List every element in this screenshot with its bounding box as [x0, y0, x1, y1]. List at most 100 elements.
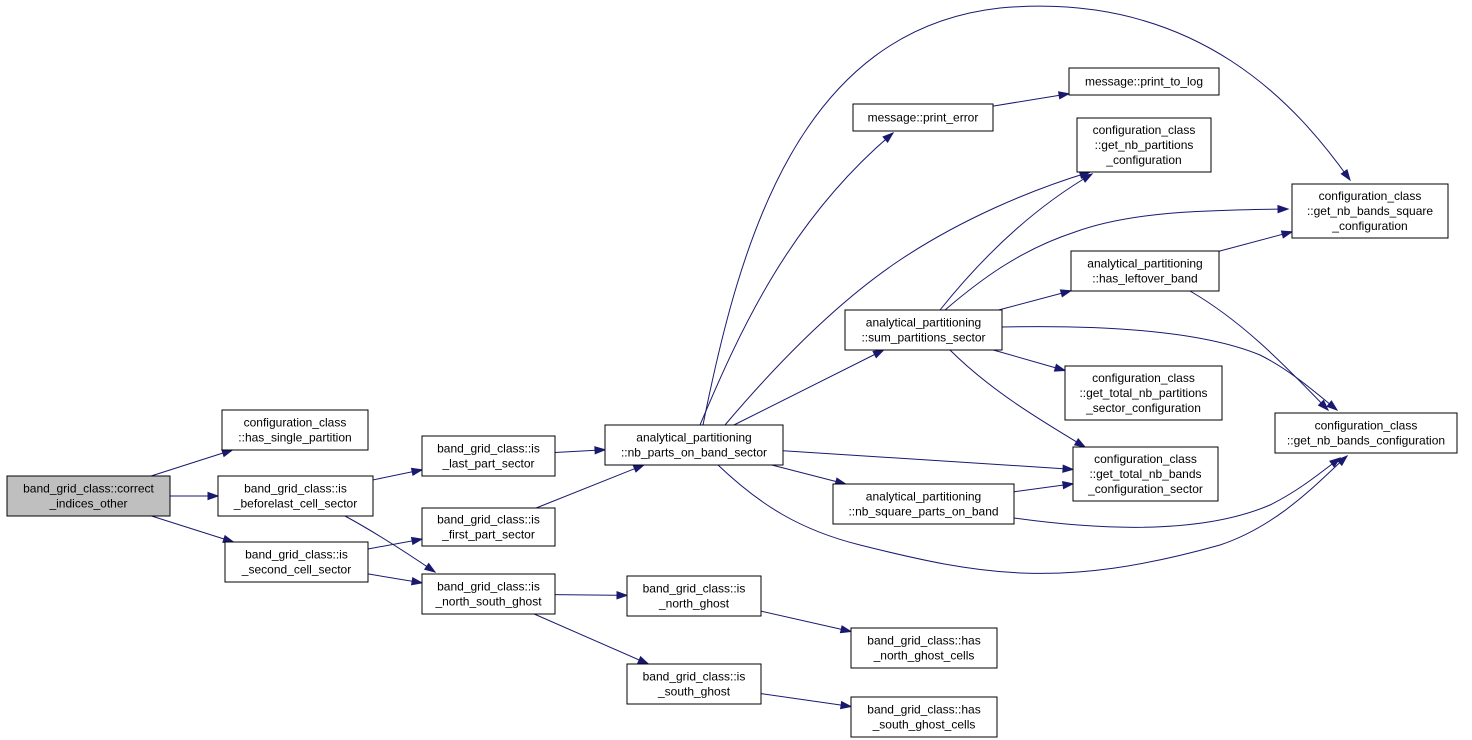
graph-node-n18[interactable]: configuration_class::get_total_nb_partit…: [1064, 365, 1223, 421]
nodes-layer: band_grid_class::correct_indices_other co…: [6, 67, 1458, 738]
edge-n6-n8: [554, 591, 629, 600]
node-label: _indices_other: [48, 497, 127, 511]
edge-n11-n18: [993, 349, 1067, 372]
node-label: analytical_partitioning: [1087, 257, 1202, 271]
node-label: band_grid_class::has: [867, 634, 980, 648]
node-box: [421, 507, 556, 547]
node-box: [626, 575, 762, 617]
arrowhead-icon: [840, 700, 853, 710]
node-box: [1064, 365, 1223, 421]
edge-line: [760, 693, 852, 708]
edge-n11-n21: [1001, 326, 1339, 411]
graph-node-n6[interactable]: band_grid_class::is_north_south_ghost: [421, 573, 556, 615]
node-box: [604, 424, 784, 466]
edge-line: [533, 613, 649, 665]
node-label: _sector_configuration: [1085, 401, 1201, 415]
graph-node-n13[interactable]: band_grid_class::has_north_ghost_cells: [850, 627, 998, 669]
node-label: configuration_class: [1315, 419, 1418, 433]
graph-node-n10[interactable]: message::print_error: [852, 103, 994, 132]
node-label: _south_ghost_cells: [872, 718, 976, 732]
graph-node-n0[interactable]: band_grid_class::correct_indices_other: [6, 475, 171, 517]
node-label: message::print_error: [868, 111, 979, 125]
arrowhead-icon: [410, 577, 424, 586]
arrowhead-icon: [1059, 289, 1073, 298]
edge-line: [771, 464, 846, 485]
graph-node-n15[interactable]: message::print_to_log: [1068, 67, 1220, 96]
edge-n3-n5: [367, 536, 424, 550]
graph-node-n1[interactable]: configuration_class::has_single_partitio…: [221, 409, 369, 451]
node-label: _south_ghost: [657, 685, 731, 699]
arrowhead-icon: [1073, 437, 1087, 448]
node-label: configuration_class: [244, 416, 347, 430]
edge-n10-n15: [992, 91, 1071, 107]
edge-n7-n19: [782, 450, 1075, 473]
edge-line: [992, 93, 1070, 107]
graph-node-n3[interactable]: band_grid_class::is_second_cell_sector: [224, 541, 369, 583]
edge-line: [944, 208, 1289, 311]
node-label: _configuration_sector: [1087, 482, 1203, 496]
edge-n7-n16: [724, 170, 1092, 426]
arrowhead-icon: [1336, 454, 1349, 467]
node-label: band_grid_class::is: [437, 580, 540, 594]
node-label: ::get_nb_bands_configuration: [1287, 434, 1445, 448]
node-label: ::get_total_nb_bands: [1089, 467, 1201, 481]
edge-n8-n13: [760, 610, 853, 634]
node-box: [1072, 446, 1219, 502]
node-label: ::has_single_partition: [238, 431, 351, 445]
node-label: band_grid_class::is: [643, 582, 746, 596]
node-label: _north_ghost_cells: [873, 649, 975, 663]
graph-node-n21[interactable]: configuration_class::get_nb_bands_config…: [1274, 412, 1458, 454]
graph-node-n7[interactable]: analytical_partitioning::nb_parts_on_ban…: [604, 424, 784, 466]
node-label: configuration_class: [1094, 452, 1197, 466]
graph-node-n14[interactable]: band_grid_class::has_south_ghost_cells: [850, 696, 998, 738]
graph-node-n16[interactable]: configuration_class::get_nb_partitions_c…: [1076, 117, 1212, 173]
node-label: _configuration: [1105, 153, 1181, 167]
edge-n17-n21: [1189, 290, 1330, 412]
graph-node-n19[interactable]: configuration_class::get_total_nb_bands_…: [1072, 446, 1219, 502]
edge-n7-n11: [733, 349, 885, 426]
node-box: [844, 309, 1003, 351]
node-box: [224, 541, 369, 583]
edge-line: [554, 594, 628, 596]
node-label: ::get_nb_partitions: [1095, 138, 1194, 152]
graph-node-n17[interactable]: analytical_partitioning::has_leftover_ba…: [1070, 250, 1220, 292]
arrowhead-icon: [616, 591, 629, 600]
node-box: [221, 409, 369, 451]
node-label: message::print_to_log: [1085, 75, 1203, 89]
node-label: analytical_partitioning: [636, 431, 751, 445]
edge-line: [717, 455, 1348, 574]
graph-node-n11[interactable]: analytical_partitioning::sum_partitions_…: [844, 309, 1003, 351]
arrowhead-icon: [1317, 399, 1330, 412]
graph-node-n12[interactable]: analytical_partitioning::nb_square_parts…: [832, 483, 1015, 525]
edge-n11-n19: [949, 349, 1087, 448]
node-label: ::nb_square_parts_on_band: [848, 505, 998, 519]
graph-node-n2[interactable]: band_grid_class::is_beforelast_cell_sect…: [217, 475, 374, 517]
edge-n7-n12: [771, 464, 848, 486]
edge-n3-n6: [367, 573, 424, 586]
arrowhead-icon: [410, 536, 424, 546]
graph-node-n9[interactable]: band_grid_class::is_south_ghost: [626, 663, 762, 705]
node-label: _north_south_ghost: [434, 595, 542, 609]
graph-node-n20[interactable]: configuration_class::get_nb_bands_square…: [1291, 183, 1449, 239]
edge-n7-n10: [699, 132, 895, 426]
node-box: [832, 483, 1015, 525]
arrowhead-icon: [632, 464, 646, 473]
edge-line: [151, 515, 234, 543]
graph-node-n8[interactable]: band_grid_class::is_north_ghost: [626, 575, 762, 617]
edge-n0-n3: [151, 515, 235, 543]
edge-n0-n2: [170, 491, 220, 501]
edge-n12-n21: [1013, 457, 1342, 528]
edge-line: [1013, 457, 1341, 528]
node-box: [852, 103, 994, 132]
arrowhead-icon: [594, 446, 607, 455]
node-label: analytical_partitioning: [866, 490, 981, 504]
graph-node-n4[interactable]: band_grid_class::is_last_part_sector: [421, 435, 556, 477]
node-label: configuration_class: [1093, 123, 1196, 137]
arrowhead-icon: [839, 625, 853, 634]
arrowhead-icon: [207, 491, 220, 501]
edge-line: [782, 450, 1074, 470]
node-box: [1068, 67, 1220, 96]
edge-n7-n21: [717, 454, 1349, 574]
graph-node-n5[interactable]: band_grid_class::is_first_part_sector: [421, 507, 556, 547]
